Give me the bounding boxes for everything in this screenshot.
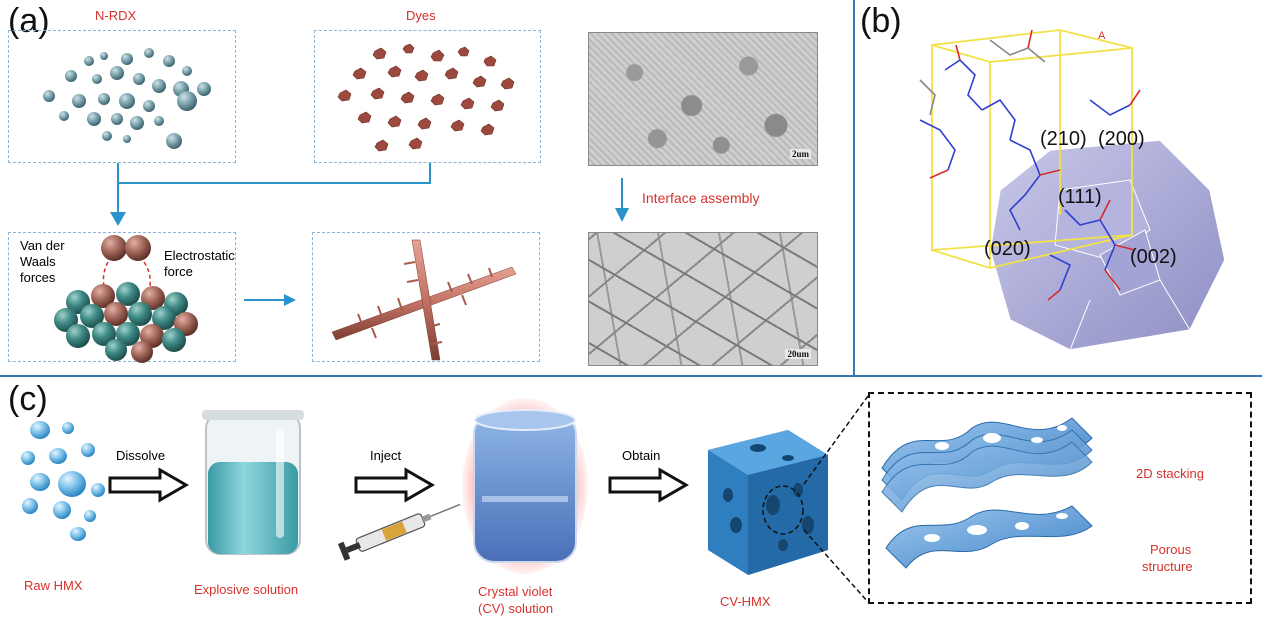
- stacked-sheets: [881, 417, 1093, 569]
- down-arrow-interface: [615, 178, 629, 222]
- cv-solution-beaker: [462, 398, 588, 574]
- merge-arrow: [110, 163, 431, 226]
- axis-letter-a: A: [1098, 30, 1106, 42]
- electrostatic-label-1: Electrostatic: [164, 248, 235, 263]
- interface-assembly-label: Interface assembly: [642, 190, 760, 206]
- panel-divider-horizontal: [0, 375, 1262, 377]
- face-002: (002): [1130, 246, 1177, 268]
- porous-label-1: Porous: [1150, 542, 1192, 557]
- dye-particles: [337, 43, 515, 152]
- dissolve-arrow: [108, 467, 190, 503]
- cv-hmx-block: [708, 430, 828, 575]
- panel-divider-vertical: [853, 0, 855, 376]
- cv-hmx-label: CV-HMX: [720, 594, 771, 609]
- panel-a-label: (a): [8, 2, 50, 40]
- cv-solution-label-1: Crystal violet: [478, 584, 553, 599]
- cross-crystal: [331, 239, 517, 361]
- porous-label-2: structure: [1142, 559, 1193, 574]
- vdw-label-2: Waals: [20, 254, 56, 269]
- sem-image-bottom: 20um: [588, 232, 818, 366]
- face-200: (200): [1098, 128, 1145, 150]
- face-210: (210): [1040, 128, 1087, 150]
- cv-solution-label-2: (CV) solution: [478, 601, 554, 616]
- panel-c-label: (c): [8, 380, 48, 418]
- inject-label: Inject: [370, 448, 402, 463]
- stacking-label: 2D stacking: [1136, 466, 1204, 481]
- nrdx-spheres: [43, 48, 211, 149]
- raw-hmx-droplets: [21, 421, 105, 541]
- panel-b-label: (b): [860, 2, 902, 40]
- obtain-label: Obtain: [622, 448, 661, 463]
- sem-image-top: 2um: [588, 32, 818, 166]
- sem-top-scale-bar: 2um: [789, 149, 811, 159]
- nrdx-title: N-RDX: [95, 8, 137, 23]
- syringe-icon: [337, 503, 461, 561]
- vdw-label-3: forces: [20, 270, 56, 285]
- vdw-label-1: Van der: [20, 238, 65, 253]
- inject-arrow: [354, 467, 436, 503]
- crystal-morphology: [919, 29, 1226, 351]
- obtain-arrow: [608, 467, 690, 503]
- crystal-box: [312, 232, 540, 362]
- molecular-assembly: [54, 235, 198, 363]
- dyes-box: [314, 30, 541, 163]
- zoom-connector: [803, 395, 869, 603]
- beaker-explosive-solution: [202, 410, 304, 555]
- raw-hmx-label: Raw HMX: [24, 578, 83, 593]
- dissolve-label: Dissolve: [116, 448, 166, 463]
- assembly-box: [8, 232, 236, 362]
- nrdx-box: [8, 30, 236, 163]
- dyes-title: Dyes: [406, 8, 436, 23]
- right-arrow-a: [244, 294, 296, 306]
- electrostatic-label-2: force: [164, 264, 193, 279]
- face-111: (111): [1058, 186, 1102, 208]
- explosive-solution-label: Explosive solution: [194, 582, 299, 597]
- zoom-inset-box: [868, 392, 1252, 604]
- face-020: (020): [984, 238, 1031, 260]
- sem-bottom-scale-bar: 20um: [785, 349, 811, 359]
